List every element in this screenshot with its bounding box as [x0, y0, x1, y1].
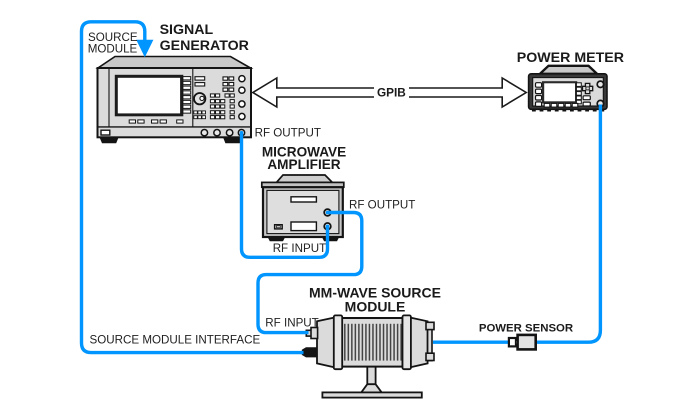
power-meter-display [542, 81, 578, 104]
cable-connector-dots [239, 130, 330, 229]
labels: SOURCE MODULE SIGNAL GENERATOR POWER MET… [88, 22, 624, 346]
mm-wave-ribs [344, 323, 402, 361]
cables [79, 20, 603, 355]
source-module-interface-label: SOURCE MODULE INTERFACE [90, 334, 261, 347]
source-module-cable-label-line2: MODULE [88, 42, 138, 55]
signal-generator-front-connectors [200, 128, 246, 137]
signal-generator-device [95, 55, 254, 144]
power-sensor-body [516, 333, 537, 351]
mm-wave-source-module-device [301, 314, 435, 399]
signal-generator-keypad [193, 93, 235, 120]
amplifier-foot-right [321, 237, 340, 242]
mm-wave-tab-top [425, 321, 435, 331]
mm-wave-left-section [316, 316, 335, 369]
power-meter-softkeys [575, 82, 582, 105]
signal-generator-right-buttons [238, 74, 246, 121]
power-meter-left-buttons [534, 82, 543, 108]
amplifier-lid [274, 174, 335, 184]
power-meter-label: POWER METER [517, 50, 624, 66]
signal-generator-label-line2: GENERATOR [160, 38, 249, 54]
amplifier-to-mm-wave-cable [256, 210, 364, 335]
amplifier-rf-input-label: RF INPUT [273, 242, 326, 255]
mm-wave-label-line1: MM-WAVE SOURCE [309, 284, 441, 300]
signal-generator-knob [193, 92, 207, 106]
amplifier-foot-left [267, 237, 286, 242]
gpib-label-backdrop [374, 85, 409, 99]
power-meter-bottom-keys [543, 102, 579, 108]
microwave-amplifier-device [260, 174, 345, 242]
mm-wave-label-line2: MODULE [345, 298, 406, 314]
source-module-cable-label-line1: SOURCE [88, 31, 138, 44]
source-module-arrow-icon [136, 39, 154, 58]
amplifier-label-window [290, 221, 318, 232]
mm-wave-stand-post [366, 365, 377, 386]
signal-generator-foot-right [223, 137, 244, 144]
sig-gen-rf-output-label: RF OUTPUT [255, 127, 321, 140]
amplifier-rf-output-label: RF OUTPUT [349, 198, 415, 211]
rf-output-to-amplifier-cable [239, 133, 330, 259]
microwave-amplifier-label-line1: MICROWAVE [262, 144, 346, 159]
microwave-amplifier-label-line2: AMPLIFIER [267, 157, 340, 172]
signal-generator-softkeys [182, 76, 192, 114]
gpib-label: GPIB [377, 86, 406, 100]
signal-generator-function-keys [194, 76, 235, 92]
amplifier-slot [290, 196, 318, 203]
signal-generator-top [95, 55, 254, 69]
power-meter-device [527, 64, 608, 112]
signal-generator-menu-keys [128, 119, 184, 124]
mm-wave-interface-plug [301, 347, 318, 358]
mm-wave-stand-base [321, 391, 423, 399]
mm-wave-collar-left [332, 314, 344, 371]
power-meter-to-sensor-cable [433, 104, 603, 344]
mm-wave-stand-flare [359, 383, 384, 394]
gpib-connection: GPIB [251, 76, 528, 109]
power-meter-top [536, 64, 601, 76]
power-meter-dpad [581, 82, 594, 95]
mm-wave-tab-bottom [425, 352, 435, 362]
signal-generator-label-line1: SIGNAL [160, 22, 214, 38]
power-meter-feet [532, 108, 605, 112]
signal-generator-display [114, 74, 184, 117]
power-sensor-label: POWER SENSOR [479, 323, 573, 335]
power-sensor-plug [507, 336, 518, 348]
mm-wave-rf-input-flange [310, 326, 319, 340]
mm-wave-collar-right [401, 314, 412, 371]
amplifier-small-button [273, 223, 283, 230]
mm-wave-rf-input-label: RF INPUT [265, 316, 318, 329]
signal-generator-foot-left [99, 137, 119, 144]
power-meter-wide-keys [582, 95, 591, 107]
signal-generator-power-switch [100, 129, 111, 136]
power-sensor-device [507, 333, 537, 351]
mm-wave-right-section [409, 316, 429, 369]
source-module-interface-cable [79, 20, 304, 355]
